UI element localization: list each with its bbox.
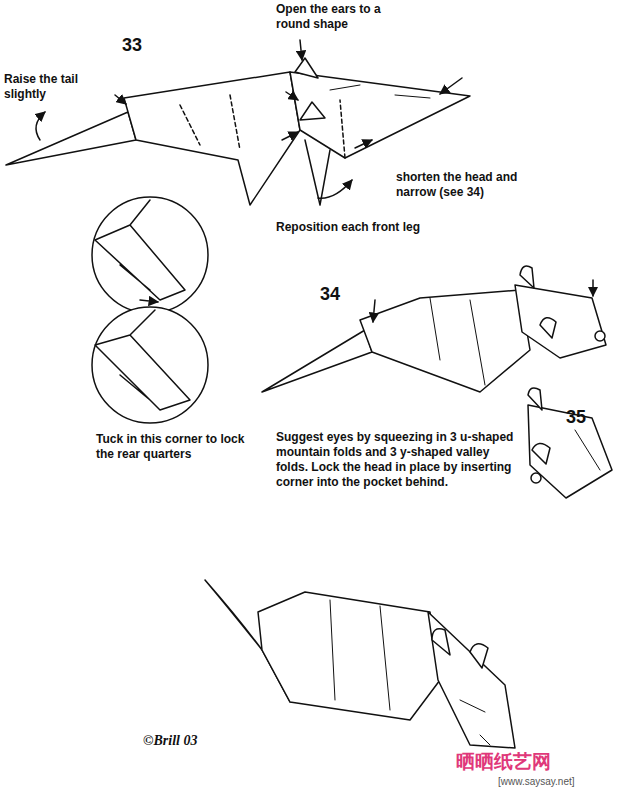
step-number: 33 [122,34,162,57]
step-number: 34 [320,283,360,306]
step-35-figure [528,388,612,498]
instruction-note: Tuck in this corner to lock the rear qua… [96,432,251,462]
watermark: 晒晒纸艺网 [456,750,596,774]
watermark-url: [www.saysay.net] [498,776,616,789]
step-34-figure [262,266,606,392]
instruction-note: shorten the head and narrow (see 34) [396,170,546,200]
instruction-note: Open the ears to a round shape [276,2,396,32]
final-figure [205,580,515,748]
zoom-circles [92,197,208,423]
instruction-note: Raise the tail slightly [4,72,96,102]
step-number: 35 [566,406,606,429]
signature: ©Brill 03 [143,732,263,750]
instruction-note: Suggest eyes by squeezing in 3 u-shaped … [276,430,514,490]
instruction-note: Reposition each front leg [276,220,476,235]
